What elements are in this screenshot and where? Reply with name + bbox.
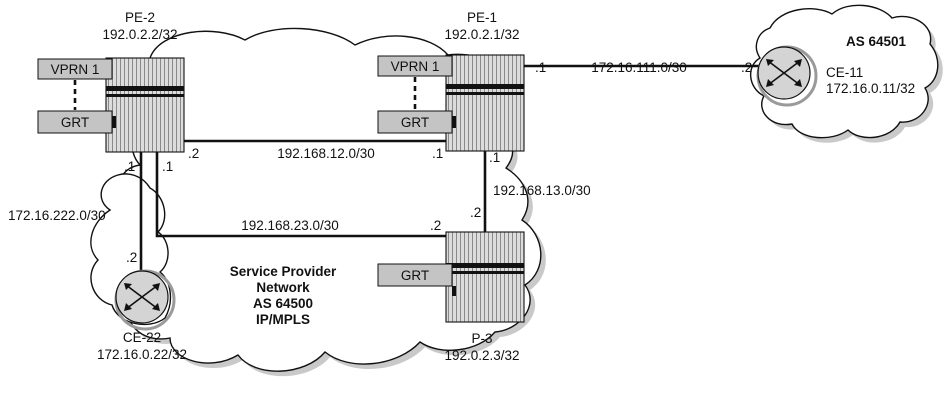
pe2-grt-tab	[112, 116, 116, 128]
pe2-grt-label: GRT	[61, 115, 89, 130]
pe1-p3-p3-end: .2	[470, 205, 481, 220]
pe2-ce22-pe2-end: .1	[124, 159, 135, 174]
router-pe2-lower	[105, 89, 185, 153]
router-pe2[interactable]: VPRN 1 GRT	[37, 57, 185, 153]
router-ce22[interactable]	[114, 269, 176, 331]
pe1-ce11-pe-end: .1	[535, 60, 546, 75]
pe1-pe2-pe1-end: .1	[432, 146, 443, 161]
provider-label-line1: Service Provider	[230, 264, 337, 279]
pe1-ce11-subnet: 172.16.111.0/30	[591, 60, 687, 75]
router-pe1-band	[446, 84, 524, 89]
p3-grt-tab	[452, 286, 456, 296]
pe2-ce22-subnet: 172.16.222.0/30	[8, 208, 106, 223]
router-p3-band-thin	[446, 271, 524, 274]
pe2-ce22-ce-end: .2	[126, 250, 137, 265]
router-pe2-band	[106, 86, 184, 91]
p3-grt-box	[377, 263, 453, 287]
p3-grt-label: GRT	[401, 268, 429, 283]
pe1-p3-subnet: 192.168.13.0/30	[493, 183, 591, 198]
pe1-grt-tab	[452, 116, 456, 128]
pe2-p3-subnet: 192.168.23.0/30	[241, 218, 339, 233]
pe2-p3-pe2-end: .1	[162, 159, 173, 174]
pe1-name: PE-1	[467, 10, 497, 25]
ce22-address: 172.16.0.22/32	[97, 347, 187, 362]
ce11-as-label: AS 64501	[846, 34, 907, 49]
pe1-ce11-ce-end: .2	[741, 60, 752, 75]
ce11-router-icon	[766, 59, 802, 87]
router-pe1[interactable]: VPRN 1 GRT	[377, 54, 525, 152]
router-p3[interactable]: GRT	[377, 231, 525, 323]
pe2-vprn-box	[37, 58, 113, 80]
pe2-vprn-label: VPRN 1	[51, 62, 100, 77]
pe1-p3-pe1-end: .1	[489, 150, 500, 165]
provider-label-line4: IP/MPLS	[256, 312, 310, 327]
router-pe1-band-thin	[446, 92, 524, 95]
pe1-vprn-box	[377, 55, 453, 77]
link-pe2-p3	[155, 152, 446, 238]
p3-name: P-3	[471, 331, 492, 346]
router-p3-band	[446, 263, 524, 268]
pe2-name: PE-2	[125, 10, 155, 25]
router-p3-upper	[445, 231, 525, 267]
pe2-p3-p3-end: .2	[430, 218, 441, 233]
router-p3-lower	[445, 265, 525, 323]
pe1-vprn-label: VPRN 1	[391, 59, 440, 74]
pe2-address: 192.0.2.2/32	[102, 27, 177, 42]
router-pe2-band-thin	[106, 94, 184, 97]
pe1-address: 192.0.2.1/32	[444, 27, 519, 42]
pe1-grt-label: GRT	[401, 115, 429, 130]
pe1-pe2-subnet: 192.168.12.0/30	[277, 146, 375, 161]
router-pe2-upper	[105, 57, 185, 91]
pe1-pe2-pe2-end: .2	[188, 146, 199, 161]
ce11-name: CE-11	[826, 65, 863, 80]
router-pe1-upper	[445, 54, 525, 88]
provider-label-line2: Network	[256, 280, 310, 295]
ce11-address: 172.16.0.11/32	[826, 81, 915, 96]
router-pe1-lower	[445, 86, 525, 152]
router-ce11[interactable]	[756, 45, 818, 107]
ce22-router-icon	[124, 283, 160, 311]
p3-address: 192.0.2.3/32	[444, 348, 519, 363]
provider-label-line3: AS 64500	[253, 296, 313, 311]
ce22-name: CE-22	[123, 330, 161, 345]
